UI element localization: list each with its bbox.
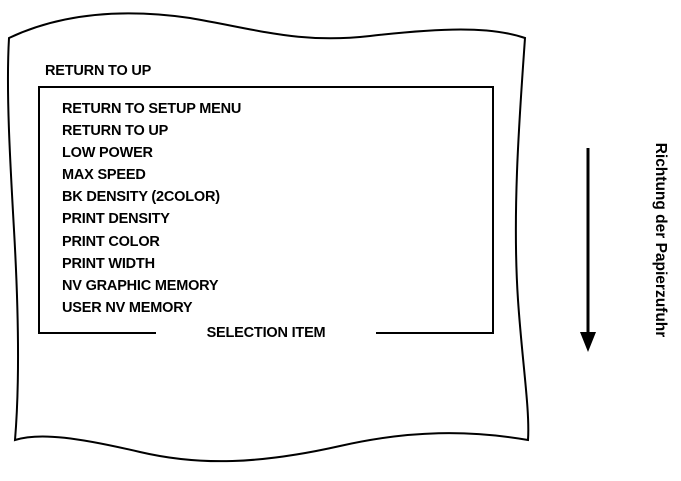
menu-item-print-density: PRINT DENSITY <box>62 211 170 228</box>
menu-item-max-speed: MAX SPEED <box>62 167 146 184</box>
paper-outline-path <box>6 12 530 463</box>
frame-bottom-line-right <box>376 332 494 334</box>
menu-item-return-to-up: RETURN TO UP <box>62 123 169 140</box>
menu-item-user-nv-memory: USER NV MEMORY <box>62 299 193 316</box>
menu-item-print-width: PRINT WIDTH <box>62 255 155 272</box>
selection-item-frame <box>38 86 494 334</box>
menu-item-return-to-setup-menu: RETURN TO SETUP MENU <box>62 101 242 117</box>
menu-item-nv-graphic-memory: NV GRAPHIC MEMORY <box>62 277 219 294</box>
menu-header-title: RETURN TO UP <box>45 63 152 79</box>
menu-item-print-color: PRINT COLOR <box>62 233 160 250</box>
paper-feed-direction-label: Richtung der Papierzufuhr <box>652 142 669 338</box>
menu-item-bk-density: BK DENSITY (2COLOR) <box>62 189 220 206</box>
arrow-down-icon <box>580 148 596 352</box>
selection-item-list: RETURN TO SETUP MENU RETURN TO UP LOW PO… <box>62 98 241 319</box>
selection-item-label: SELECTION ITEM <box>206 325 326 341</box>
frame-bottom-line-left <box>38 332 156 334</box>
menu-item-low-power: LOW POWER <box>62 145 153 162</box>
